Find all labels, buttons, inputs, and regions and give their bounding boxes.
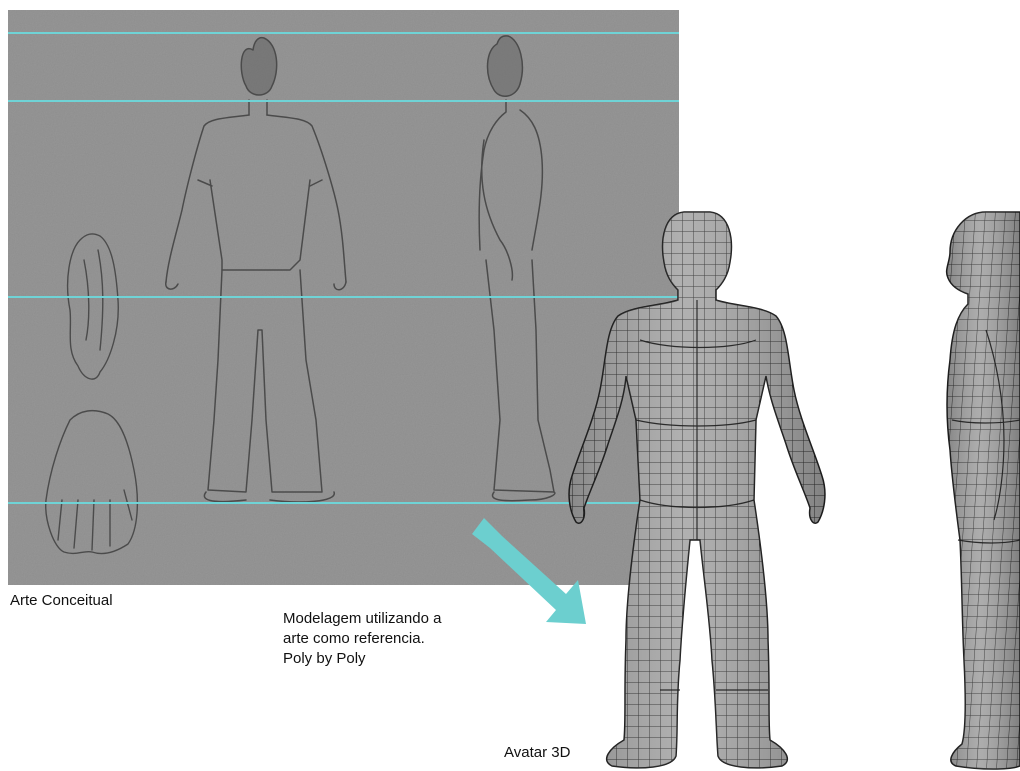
caption-concept-art: Arte Conceitual (10, 592, 113, 609)
caption-modeling-line-1: Modelagem utilizando a (283, 609, 441, 629)
caption-modeling-line-3: Poly by Poly (283, 649, 441, 669)
caption-modeling-line-2: arte como referencia. (283, 629, 441, 649)
caption-avatar-3d: Avatar 3D (504, 744, 570, 761)
avatar-3d-side (947, 212, 1020, 769)
caption-modeling-note: Modelagem utilizando a arte como referen… (283, 609, 441, 669)
